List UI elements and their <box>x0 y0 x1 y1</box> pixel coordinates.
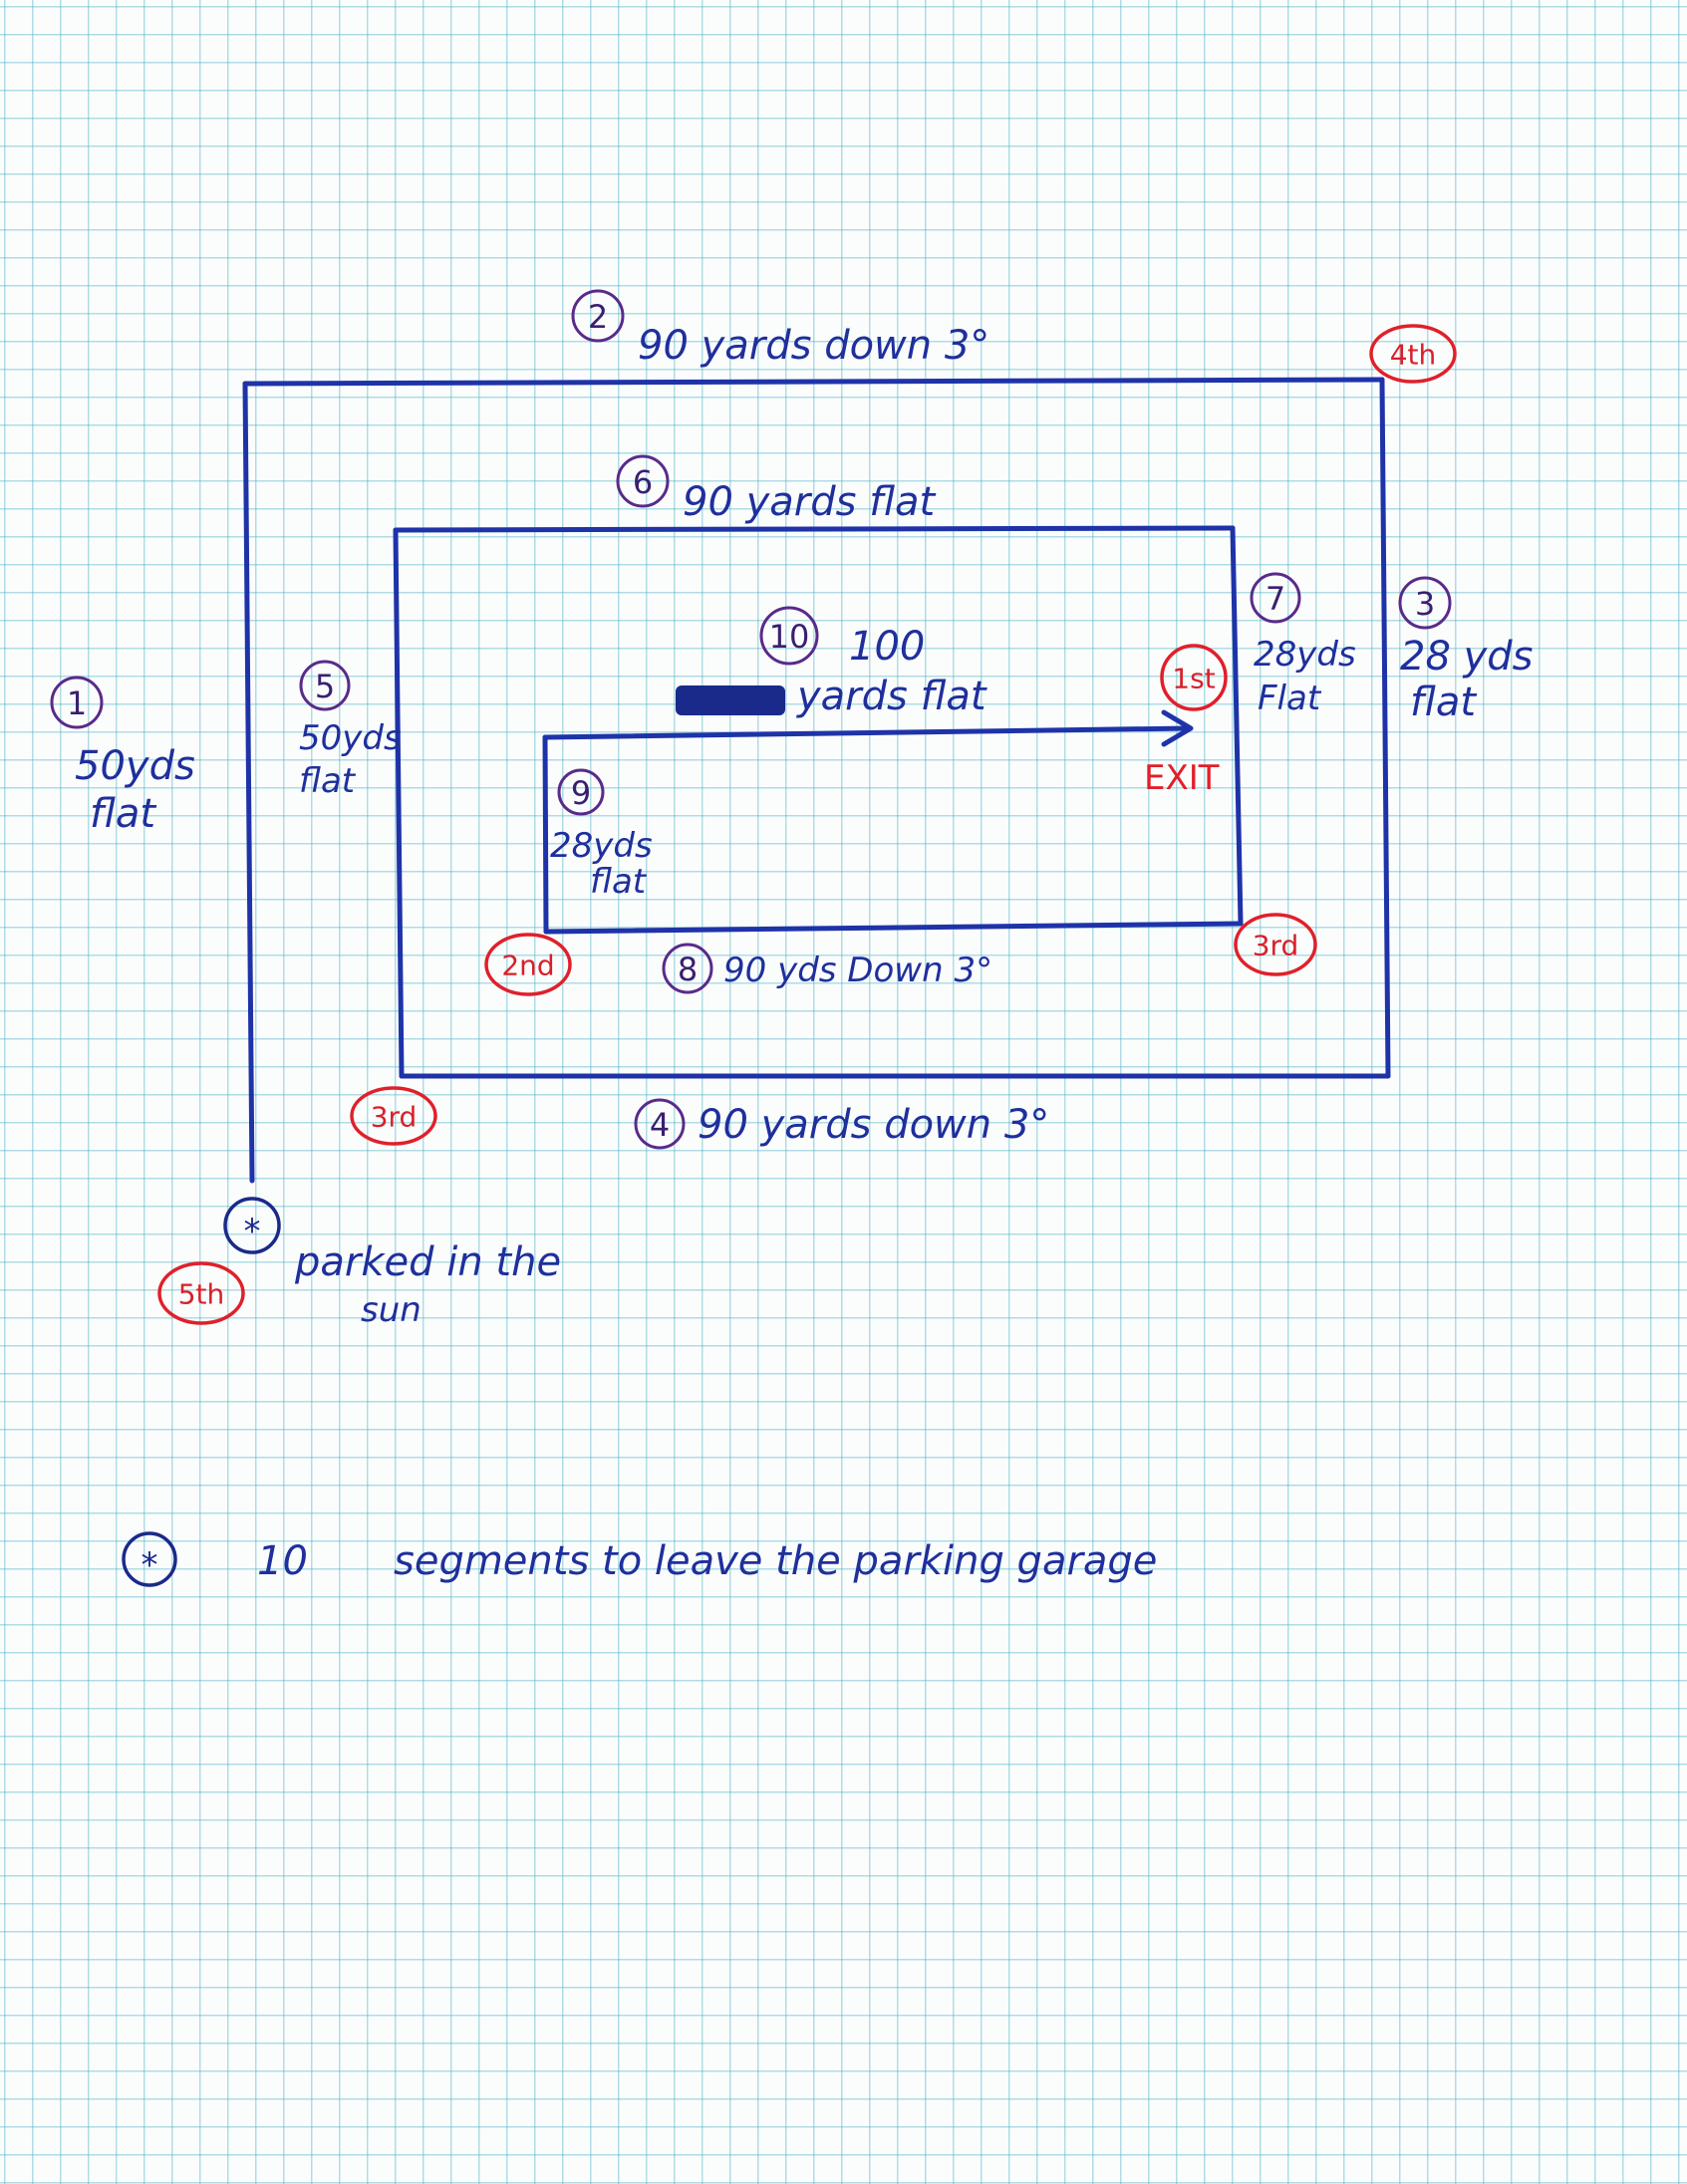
level-3rd-inner-marker <box>1234 913 1317 976</box>
level-1st-label: 1st <box>1172 663 1215 695</box>
exit-arrow-head <box>1161 709 1194 747</box>
route-path <box>242 377 1391 1184</box>
level-1st-marker <box>1160 644 1228 711</box>
footnote-star-icon: * <box>141 1545 158 1585</box>
segment-5-grade: flat <box>299 761 357 801</box>
segment-6-line <box>393 525 1236 533</box>
segment-5-number: 5 <box>315 668 335 705</box>
level-5th-marker <box>157 1261 245 1325</box>
parked-star-marker <box>223 1197 281 1254</box>
segment-10-line <box>542 725 1192 740</box>
segment-7-line <box>1230 525 1244 927</box>
segment-8-line <box>543 921 1244 935</box>
segment-9-number: 9 <box>571 774 591 812</box>
segment-2-description: 90 yards down 3° <box>638 323 989 369</box>
segment-9-distance: 28yds <box>550 826 653 866</box>
segment-10-grade: yards flat <box>796 674 987 719</box>
segment-6-label: 6 90 yards flat <box>616 454 937 525</box>
segment-3-label: 3 28 yds flat <box>1398 576 1534 725</box>
segment-7-number: 7 <box>1265 580 1285 618</box>
segment-6-number: 6 <box>633 463 653 501</box>
segment-4-number: 4 <box>650 1106 670 1144</box>
segment-3-grade: flat <box>1410 680 1477 725</box>
segment-7-grade: Flat <box>1258 679 1322 718</box>
segment-1-distance: 50yds <box>75 743 195 789</box>
segment-3-distance: 28 yds <box>1400 634 1534 680</box>
segment-1-line <box>242 381 255 1184</box>
level-3rd-outer-marker <box>350 1086 437 1146</box>
segment-5-line <box>393 527 405 1079</box>
segment-8-marker <box>662 943 713 994</box>
level-2nd-label: 2nd <box>501 950 554 982</box>
segment-6-description: 90 yards flat <box>683 479 937 525</box>
parked-note-line2: sun <box>361 1290 422 1330</box>
segment-7-distance: 28yds <box>1254 635 1356 675</box>
segment-6-marker <box>616 454 670 508</box>
segment-2-line <box>242 377 1385 387</box>
segment-5-marker <box>299 660 351 711</box>
segment-10-number: 10 <box>769 618 810 656</box>
level-5th-label: 5th <box>178 1278 225 1311</box>
parked-note-line1: parked in the <box>294 1239 561 1285</box>
segment-9-label: 9 28yds flat <box>550 768 653 902</box>
level-3rd-outer-label: 3rd <box>371 1101 418 1134</box>
level-4th-label: 4th <box>1390 339 1437 372</box>
segment-1-grade: flat <box>90 791 156 837</box>
segment-8-number: 8 <box>678 951 698 988</box>
segment-4-marker <box>634 1098 686 1150</box>
parked-star-icon: * <box>244 1212 261 1251</box>
segment-5-label: 5 50yds flat <box>299 660 402 801</box>
segment-10-distance: 100 <box>849 624 925 670</box>
segment-9-marker <box>557 768 605 816</box>
segment-7-marker <box>1250 572 1301 624</box>
segment-1-marker <box>50 676 104 729</box>
segment-3-marker <box>1398 576 1452 630</box>
footnote: * 10 segments to leave the parking garag… <box>122 1531 1157 1587</box>
level-4th-marker <box>1369 324 1457 384</box>
segment-3-number: 3 <box>1415 585 1435 623</box>
segment-10-label: 10 100 yards flat <box>676 606 987 719</box>
segment-4-description: 90 yards down 3° <box>698 1102 1049 1148</box>
segment-10-marker <box>759 606 819 666</box>
level-markers: 1st 2nd 3rd 3rd 4th 5th <box>157 324 1457 1325</box>
segment-7-label: 7 28yds Flat <box>1250 572 1356 718</box>
segment-9-grade: flat <box>590 862 648 902</box>
segment-3-line <box>1379 377 1391 1079</box>
footnote-text: segments to leave the parking garage <box>394 1538 1157 1584</box>
segment-1-label: 1 50yds flat <box>50 676 195 837</box>
segment-5-distance: 50yds <box>299 718 402 758</box>
segment-8-label: 8 90 yds Down 3° <box>662 943 992 994</box>
footnote-star-marker <box>122 1531 177 1587</box>
scribbled-out-mark <box>676 685 785 715</box>
segment-2-number: 2 <box>588 298 608 336</box>
segment-2-marker <box>571 289 625 343</box>
segment-8-description: 90 yds Down 3° <box>723 951 992 990</box>
segment-4-label: 4 90 yards down 3° <box>634 1098 1049 1150</box>
level-2nd-marker <box>484 933 572 996</box>
segment-9-line <box>542 734 549 935</box>
exit-label: EXIT <box>1144 758 1220 798</box>
level-3rd-inner-label: 3rd <box>1253 930 1299 962</box>
footnote-count: 10 <box>257 1538 308 1584</box>
segment-2-label: 2 90 yards down 3° <box>571 289 989 369</box>
parked-location: * parked in the sun <box>223 1197 561 1330</box>
segment-1-number: 1 <box>67 684 87 722</box>
